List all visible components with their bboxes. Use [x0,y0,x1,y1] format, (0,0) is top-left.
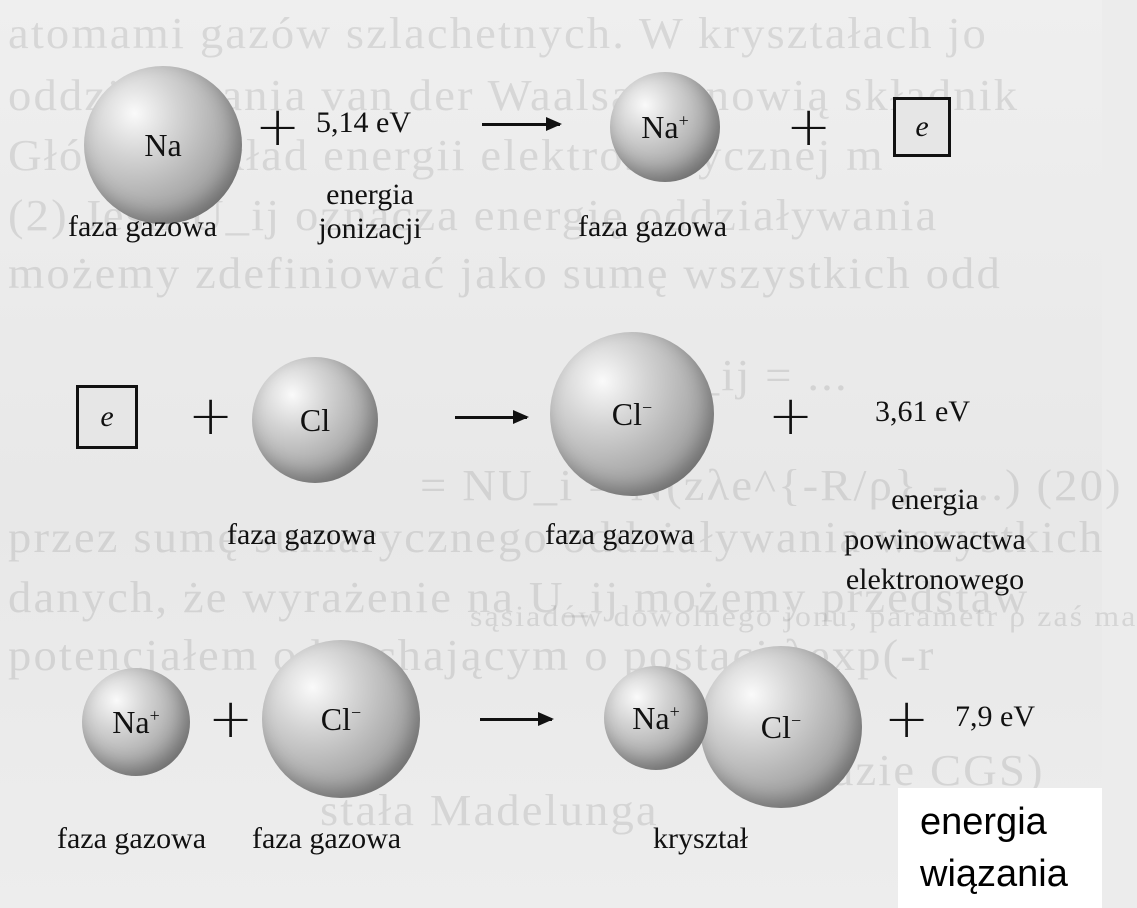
crystal-sodium-ion-sphere: Na+ [604,666,708,770]
reaction-arrow [480,712,554,726]
phase-label: faza gazowa [578,210,728,243]
electron-affinity-value: 3,61 eV [875,395,970,428]
reaction-arrow [482,117,562,131]
chlorine-atom-label: Cl [299,401,331,438]
phase-label: faza gazowa [68,210,218,243]
ion-symbol: Cl [611,395,643,432]
sodium-ion-sphere: Na+ [82,668,190,776]
ion-charge: − [642,396,653,417]
chloride-ion-sphere: Cl− [550,332,714,496]
plus-sign: + [255,95,301,158]
ion-symbol: Na [641,108,679,145]
plus-sign: + [884,687,930,750]
phase-label: faza gazowa [252,822,402,855]
chloride-ion-sphere: Cl− [262,640,420,798]
binding-label-line: wiązania [920,853,1068,895]
energy-label-line: jonizacji [318,212,422,245]
electron-symbol: e [100,400,114,433]
ion-symbol: Cl [760,708,792,745]
ion-symbol: Na [112,703,150,740]
energy-label-line: elektronowego [845,563,1025,596]
ion-symbol: Na [632,699,670,736]
sodium-ion-label: Na+ [641,109,688,146]
electron-box: e [893,97,951,157]
crystal-chloride-ion-sphere: Cl− [700,646,862,808]
phase-label: kryształ [653,822,748,855]
ion-charge: + [669,700,680,721]
sodium-ion-sphere: Na+ [610,72,720,182]
chloride-ion-label: Cl− [612,396,652,433]
sodium-atom-sphere: Na [84,66,242,224]
plus-sign: + [786,95,832,158]
chlorine-atom-sphere: Cl [252,357,378,483]
phase-label: faza gazowa [57,822,207,855]
energy-label-line: energia [891,483,979,516]
chloride-ion-label: Cl− [761,709,801,746]
plus-sign: + [188,384,234,447]
sodium-ion-label: Na+ [632,700,679,737]
binding-energy-value: 7,9 eV [955,700,1035,733]
ion-charge: + [678,109,689,130]
background-text-line: atomami gazów szlachetnych. W kryształac… [8,9,988,58]
ion-charge: + [149,704,160,725]
ion-symbol: Cl [320,700,352,737]
electron-symbol: e [915,110,929,143]
plus-sign: + [208,687,254,750]
ion-charge: − [351,701,362,722]
binding-label-line: energia [920,801,1047,843]
ionization-energy-value: 5,14 eV [316,106,411,139]
reaction-arrow [455,410,529,424]
electron-box: e [76,385,138,449]
phase-label: faza gazowa [227,518,377,551]
background-text-line: możemy zdefiniować jako sumę wszystkich … [8,249,1002,298]
electron-affinity-label: energia powinowactwa elektronowego [820,480,1050,600]
binding-energy-label: energia wiązania [920,796,1100,900]
ion-charge: − [791,709,802,730]
energy-label-line: energia [326,178,414,211]
binding-label-box [898,788,1102,908]
plus-sign: + [768,384,814,447]
ionization-energy-label: energia jonizacji [300,178,440,246]
energy-label-line: powinowactwa [844,523,1026,556]
chloride-ion-label: Cl− [321,701,361,738]
sodium-atom-label: Na [144,126,182,163]
background-text-line: sąsiadów dowolnego jonu, parametr ρ zaś … [470,600,1137,633]
sodium-ion-label: Na+ [112,704,159,741]
phase-label: faza gazowa [545,518,695,551]
